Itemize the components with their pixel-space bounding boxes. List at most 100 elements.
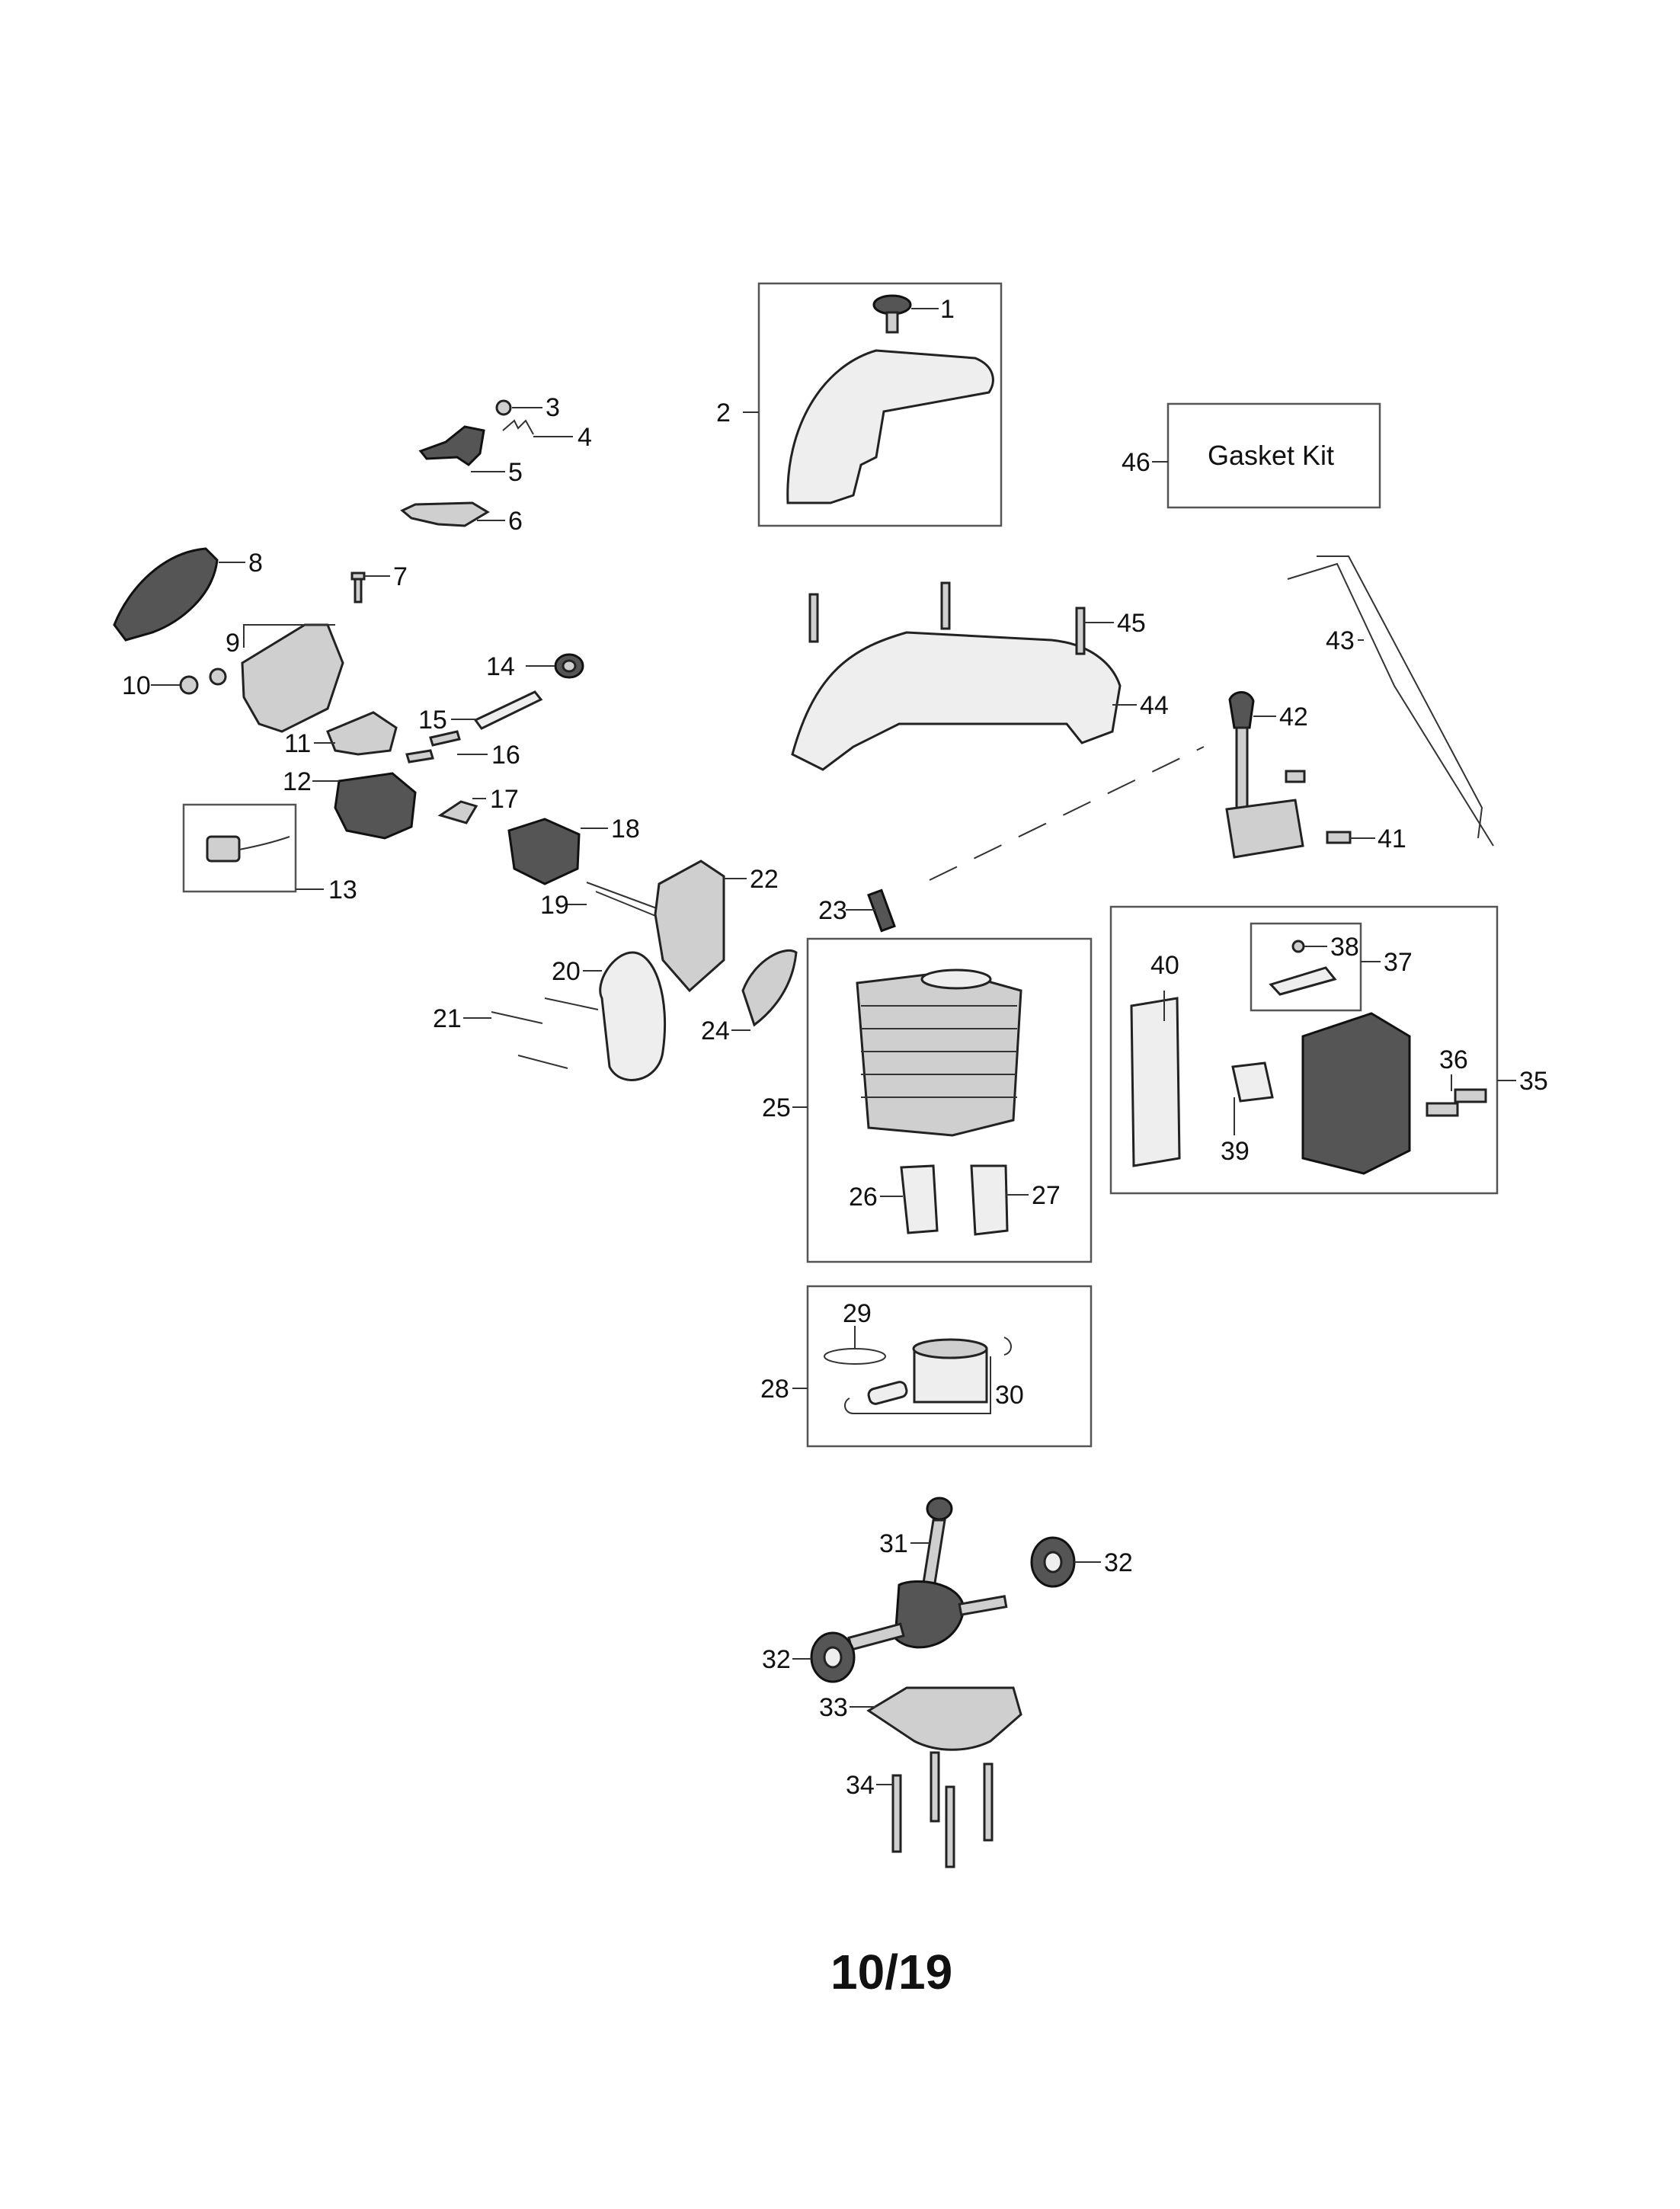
- callout-31: 31: [879, 1529, 908, 1558]
- callout-37: 37: [1384, 948, 1413, 977]
- callout-40: 40: [1150, 951, 1179, 980]
- callout-20: 20: [552, 957, 581, 986]
- callout-36: 36: [1439, 1045, 1468, 1074]
- intake-boot-part: [507, 818, 581, 885]
- stud-part: [405, 749, 434, 764]
- spring-part: [502, 419, 534, 435]
- crankshaft-part: [847, 1497, 1008, 1651]
- piston-pin-part: [867, 1381, 908, 1405]
- callout-35: 35: [1519, 1067, 1548, 1096]
- bolt-part-3: [517, 1055, 568, 1069]
- bolt-part-2: [544, 997, 599, 1010]
- callout-7: 7: [393, 562, 408, 591]
- hose-part: [473, 690, 543, 730]
- cover-bolts-part: [808, 581, 1086, 655]
- muffler-screw-part: [1426, 1102, 1459, 1117]
- filter-pad-part: [206, 835, 241, 863]
- screen-group-box: [1250, 922, 1362, 1012]
- cylinder-half-26-part: [900, 1164, 939, 1234]
- callout-19: 19: [540, 891, 569, 920]
- nut-part: [179, 675, 199, 695]
- fuel-cap-part: [872, 294, 912, 334]
- callout-13: 13: [328, 876, 357, 904]
- gasket-kit-box: [1166, 402, 1381, 509]
- callout-42: 42: [1279, 703, 1308, 732]
- callout-34: 34: [846, 1771, 875, 1800]
- carburetor-part: [334, 772, 417, 840]
- callout-28: 28: [760, 1375, 789, 1404]
- callout-21: 21: [433, 1004, 462, 1033]
- plate-part: [1130, 997, 1181, 1167]
- throttle-trigger-part: [418, 425, 485, 466]
- callout-4: 4: [578, 423, 592, 452]
- circlip-part: [1003, 1337, 1012, 1356]
- muffler-group-box: [1109, 905, 1499, 1195]
- filter-pad-line: [238, 836, 290, 850]
- spark-plug-guide-line: [929, 746, 1205, 881]
- adapter-part: [326, 711, 398, 756]
- fuel-tank-group-box: [757, 282, 1003, 527]
- crankcase-part: [866, 1686, 1022, 1751]
- gasket-17-part: [437, 800, 478, 824]
- callout-12: 12: [283, 767, 312, 796]
- cylinder-group-box: [806, 937, 1093, 1263]
- callout-46: 46: [1122, 448, 1150, 477]
- bolt-part: [491, 1011, 543, 1024]
- callout-14: 14: [486, 652, 515, 681]
- crankcase-bolts-part: [891, 1751, 994, 1868]
- screw-7-part: [350, 571, 366, 603]
- carburetor-housing-part: [241, 623, 344, 733]
- nut-part-2: [209, 668, 227, 686]
- callout-32a: 32: [1104, 1548, 1133, 1577]
- callout-23: 23: [818, 896, 847, 925]
- callout-10: 10: [122, 671, 151, 700]
- coil-screw-part: [1326, 831, 1352, 844]
- gasket-39-part: [1231, 1061, 1274, 1103]
- rod-part: [586, 882, 664, 911]
- callout-45: 45: [1117, 609, 1146, 638]
- callout-1: 1: [940, 295, 955, 324]
- callout-30: 30: [995, 1381, 1024, 1410]
- muffler-part: [1301, 1012, 1411, 1175]
- callout-18: 18: [611, 815, 640, 844]
- callout-41: 41: [1378, 824, 1406, 853]
- page-number: 10/19: [830, 1945, 952, 1999]
- callout-9: 9: [226, 629, 240, 658]
- wire-harness-part: [1287, 562, 1494, 847]
- callout-43: 43: [1326, 626, 1355, 655]
- callout-25: 25: [762, 1093, 791, 1122]
- gasket-kit-label: Gasket Kit: [1208, 440, 1334, 471]
- grommet-part: [554, 653, 584, 679]
- callout-22: 22: [750, 865, 779, 894]
- screen-part: [1269, 966, 1337, 996]
- piston-ring-part: [824, 1348, 886, 1365]
- leader-9: [243, 624, 335, 648]
- cylinder-half-27-part: [970, 1164, 1009, 1236]
- throttle-bracket-part: [400, 501, 490, 527]
- muffler-screw-part-2: [1454, 1088, 1487, 1103]
- frame-part: [599, 951, 667, 1081]
- callout-3: 3: [546, 393, 560, 422]
- filter-group-box: [182, 803, 297, 893]
- gasket-24-part: [741, 949, 798, 1027]
- callout-17: 17: [490, 785, 519, 814]
- callout-32b: 32: [762, 1645, 791, 1674]
- ignition-coil-part: [1225, 691, 1304, 859]
- callout-24: 24: [701, 1016, 730, 1045]
- callout-5: 5: [508, 458, 523, 487]
- callout-29: 29: [843, 1299, 872, 1328]
- leader-30: [853, 1356, 991, 1414]
- callout-15: 15: [418, 706, 447, 735]
- circlip-part-2: [844, 1397, 854, 1414]
- cylinder-part: [856, 968, 1022, 1137]
- callout-16: 16: [491, 741, 520, 770]
- callout-39: 39: [1221, 1137, 1250, 1166]
- cylinder-cover-part: [791, 631, 1122, 771]
- callout-11: 11: [284, 729, 311, 758]
- stud-part-2: [429, 730, 461, 747]
- callout-44: 44: [1140, 691, 1169, 720]
- fuel-tank-part: [786, 349, 994, 504]
- callout-26: 26: [849, 1183, 878, 1212]
- callout-38: 38: [1330, 933, 1359, 962]
- callout-27: 27: [1032, 1181, 1061, 1210]
